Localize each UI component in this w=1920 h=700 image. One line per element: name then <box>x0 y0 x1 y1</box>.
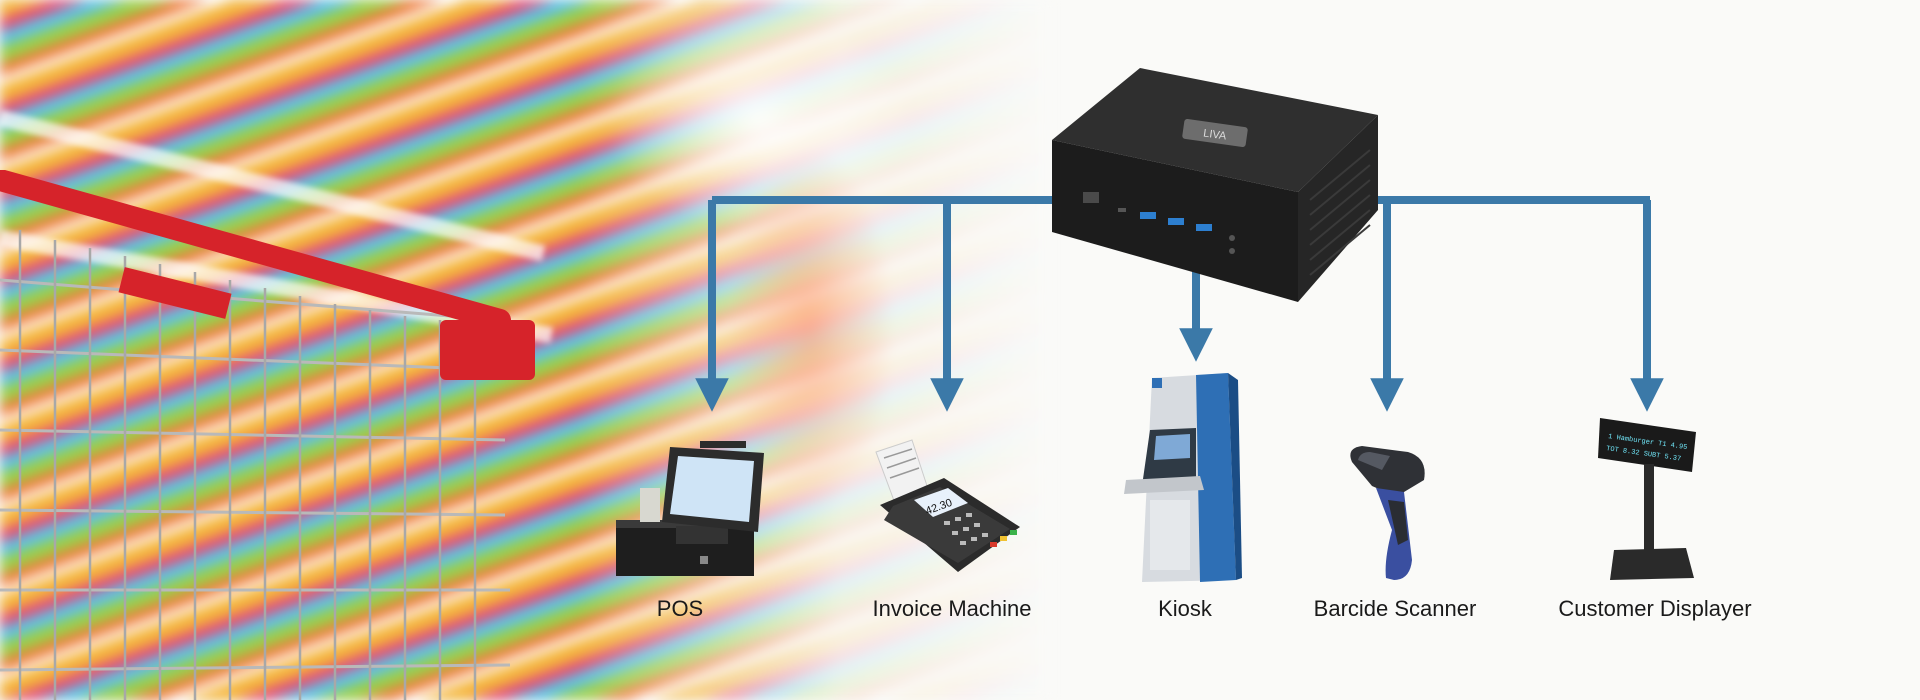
device-label-pos: POS <box>656 596 704 621</box>
barcode-scanner-image <box>1350 446 1425 580</box>
device-label-kiosk: Kiosk <box>1158 596 1212 621</box>
mini-pc: LIVA <box>1052 68 1378 302</box>
shopping-cart <box>0 170 535 700</box>
usb-port <box>1168 218 1184 225</box>
cart-handle <box>0 170 511 331</box>
usb-port <box>1140 212 1156 219</box>
kiosk-image <box>1124 373 1242 582</box>
device-label-customer-displayer: Customer Displayer <box>1558 596 1752 621</box>
device-label-invoice-machine: Invoice Machine <box>872 596 1032 621</box>
liva-logo: LIVA <box>1202 127 1227 142</box>
usb-port <box>1196 224 1212 231</box>
device-label-barcode-scanner: Barcide Scanner <box>1313 596 1477 621</box>
liva-logo-plate <box>1182 119 1248 147</box>
pos-terminal-image <box>616 441 764 576</box>
invoice-machine-image: 42.30 <box>875 439 1020 572</box>
power-button <box>1083 192 1099 203</box>
customer-displayer-image: 1 Hamburger T1 4.95 TOT 8.32 SUBT 5.37 <box>1598 418 1696 580</box>
